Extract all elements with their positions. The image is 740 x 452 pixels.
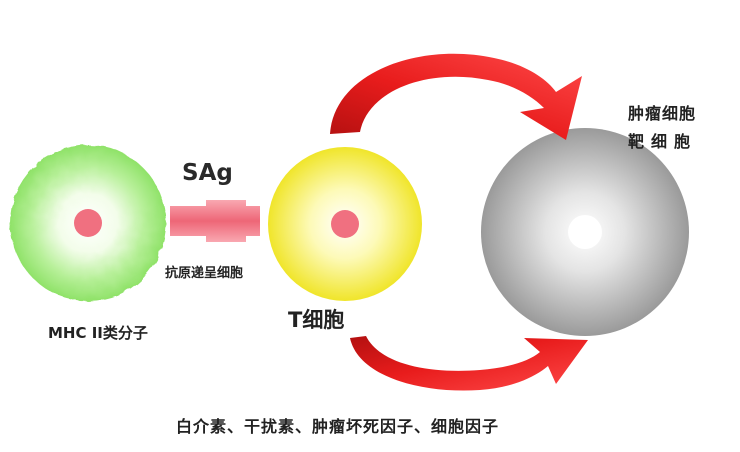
t-cell-label: T细胞 (288, 308, 345, 332)
tumor-target-label-line1: 肿瘤细胞 (628, 104, 697, 123)
t-cell-nucleus (331, 210, 359, 238)
arrow-top (330, 53, 582, 140)
apc-nucleus (74, 209, 102, 237)
cytokines-label: 白介素、干扰素、肿瘤坏死因子、细胞因子 (176, 417, 500, 436)
tumor-nucleus (568, 215, 602, 249)
arrow-bottom (350, 336, 588, 391)
mhc-class-ii-label: MHC II类分子 (48, 324, 148, 342)
tumor-target-label-line2: 靶细胞 (628, 132, 698, 151)
antigen-presenting-cell-label: 抗原递呈细胞 (165, 266, 244, 281)
sag-connector (170, 200, 260, 242)
sag-label: SAg (182, 160, 233, 186)
